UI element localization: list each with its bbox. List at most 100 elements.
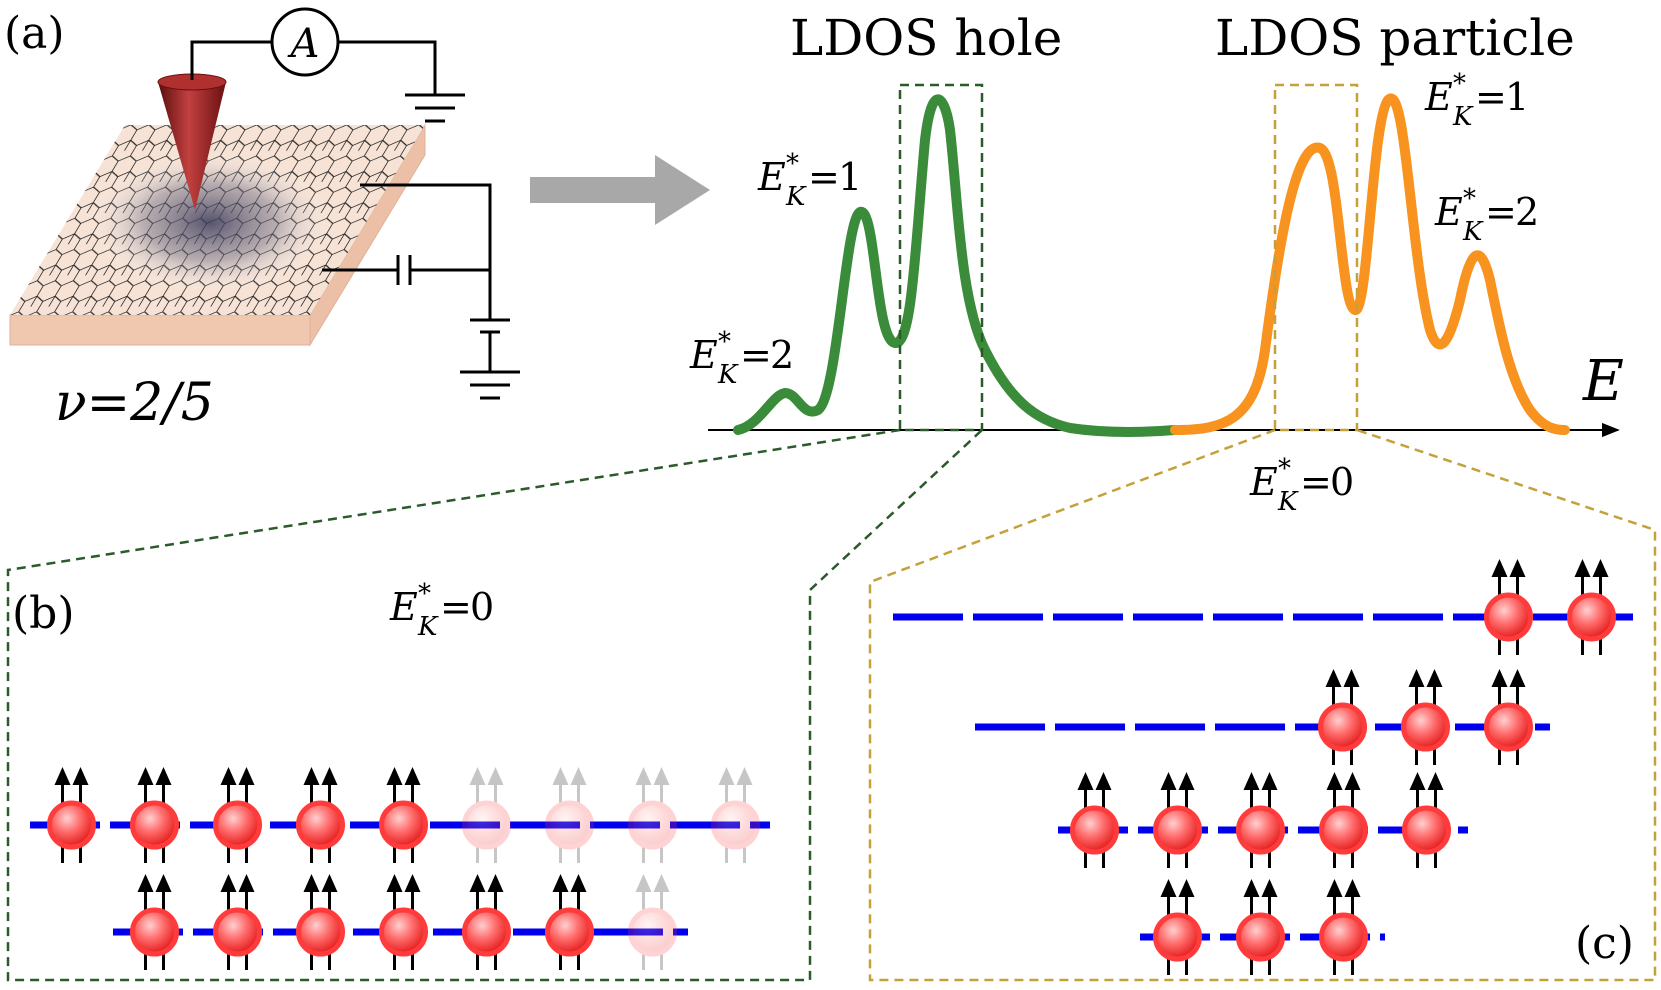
spin-arrow-head: [1261, 879, 1278, 897]
ammeter: A: [270, 7, 340, 77]
ek-sup: *: [1463, 184, 1476, 214]
particle: [1318, 669, 1367, 765]
svg-text:=: =: [1475, 75, 1507, 119]
spin-arrow-head: [321, 767, 338, 785]
electron-ball: [1401, 702, 1450, 752]
spin-arrow-head: [54, 767, 71, 785]
spin-arrow-head: [1427, 772, 1444, 790]
spin-arrow-head: [1491, 559, 1508, 577]
particle-zoom-box: [1273, 83, 1359, 432]
electron-ball: [628, 907, 677, 957]
panel-c-levels: [893, 559, 1633, 975]
spin-arrow-head: [1592, 559, 1609, 577]
ek-sup: *: [418, 579, 431, 609]
landau-level-row: [1140, 879, 1385, 975]
electron-ball: [1319, 912, 1368, 962]
spin-arrow-head: [386, 874, 403, 892]
spin-arrow-head: [303, 874, 320, 892]
particle: [1153, 879, 1202, 975]
spin-arrow-head: [552, 767, 569, 785]
particle-peak-label-0: E * K = 0: [1249, 454, 1354, 517]
spin-arrow-head: [635, 767, 652, 785]
ek-sub: K: [785, 182, 807, 212]
particle: [1070, 772, 1119, 868]
spin-arrow-head: [1178, 772, 1195, 790]
electron-ball: [545, 800, 594, 850]
electron-ball: [1153, 805, 1202, 855]
particle: [1484, 559, 1533, 655]
spin-arrow-head: [155, 874, 172, 892]
spin-arrow-head: [1095, 772, 1112, 790]
ek-symbol: E: [1249, 460, 1278, 504]
particle: [1484, 669, 1533, 765]
peak-value: 2: [770, 333, 794, 377]
title-ldos-hole: LDOS hole: [790, 9, 1062, 67]
transition-arrow: [530, 155, 710, 225]
electron-ball: [213, 907, 262, 957]
spin-arrow-head: [72, 767, 89, 785]
spin-arrow-head: [1077, 772, 1094, 790]
electron-ball: [1319, 805, 1368, 855]
ek-sub: K: [417, 612, 439, 642]
spin-arrow-head: [238, 874, 255, 892]
empty-state: [711, 767, 760, 863]
empty-state: [628, 767, 677, 863]
hole-ldos-curve: [733, 94, 1180, 437]
electron-ball: [296, 800, 345, 850]
electron-ball: [462, 907, 511, 957]
ek-symbol: E: [1424, 75, 1453, 119]
particle: [379, 874, 428, 970]
electron-ball: [379, 800, 428, 850]
electron-ball: [130, 907, 179, 957]
spin-arrow-head: [1325, 669, 1342, 687]
particle-ldos-curve: [1170, 93, 1570, 435]
spin-arrow-head: [1261, 772, 1278, 790]
particle: [1236, 772, 1285, 868]
energy-axis-label: E: [1582, 349, 1624, 414]
spin-arrow-head: [736, 767, 753, 785]
title-ldos-particle: LDOS particle: [1215, 9, 1575, 67]
electron-ball: [296, 907, 345, 957]
spin-arrow-head: [1343, 669, 1360, 687]
electron-ball: [130, 800, 179, 850]
particle: [1319, 772, 1368, 868]
spin-arrow-head: [1178, 879, 1195, 897]
ek-symbol: E: [389, 585, 418, 629]
panel-b-label: (b): [12, 588, 75, 639]
landau-level-row: [113, 874, 688, 970]
circuit: [190, 40, 520, 400]
spin-arrow-head: [238, 767, 255, 785]
ek-symbol: E: [689, 333, 718, 377]
spin-arrow-head: [635, 874, 652, 892]
ek-sub: K: [1277, 487, 1299, 517]
particle-peak-label-1: E * K = 1: [1424, 69, 1529, 132]
particle: [130, 874, 179, 970]
ldos-stain: [90, 152, 330, 292]
spin-arrow-head: [404, 767, 421, 785]
svg-text:=: =: [440, 585, 472, 629]
electron-ball: [213, 800, 262, 850]
electron-ball: [1236, 912, 1285, 962]
spin-arrow-head: [303, 767, 320, 785]
panel-b-energy-label: E * K = 0: [389, 579, 494, 642]
empty-state: [545, 767, 594, 863]
spin-arrow-head: [469, 767, 486, 785]
svg-text:=: =: [808, 155, 840, 199]
spin-arrow-head: [321, 874, 338, 892]
svg-text:=: =: [1300, 460, 1332, 504]
particle-peak-label-2: E * K = 2: [1434, 184, 1539, 247]
peak-value: 0: [470, 585, 494, 629]
electron-ball: [1153, 912, 1202, 962]
electron-ball: [545, 907, 594, 957]
particle: [1567, 559, 1616, 655]
electron-ball: [711, 800, 760, 850]
spin-arrow-head: [155, 767, 172, 785]
spin-arrow-head: [1509, 559, 1526, 577]
ammeter-label: A: [287, 21, 320, 67]
ek-sub: K: [717, 360, 739, 390]
spin-arrow-head: [1160, 772, 1177, 790]
particle: [213, 767, 262, 863]
electron-ball: [47, 800, 96, 850]
spin-arrow-head: [386, 767, 403, 785]
peak-value: 2: [1515, 190, 1539, 234]
